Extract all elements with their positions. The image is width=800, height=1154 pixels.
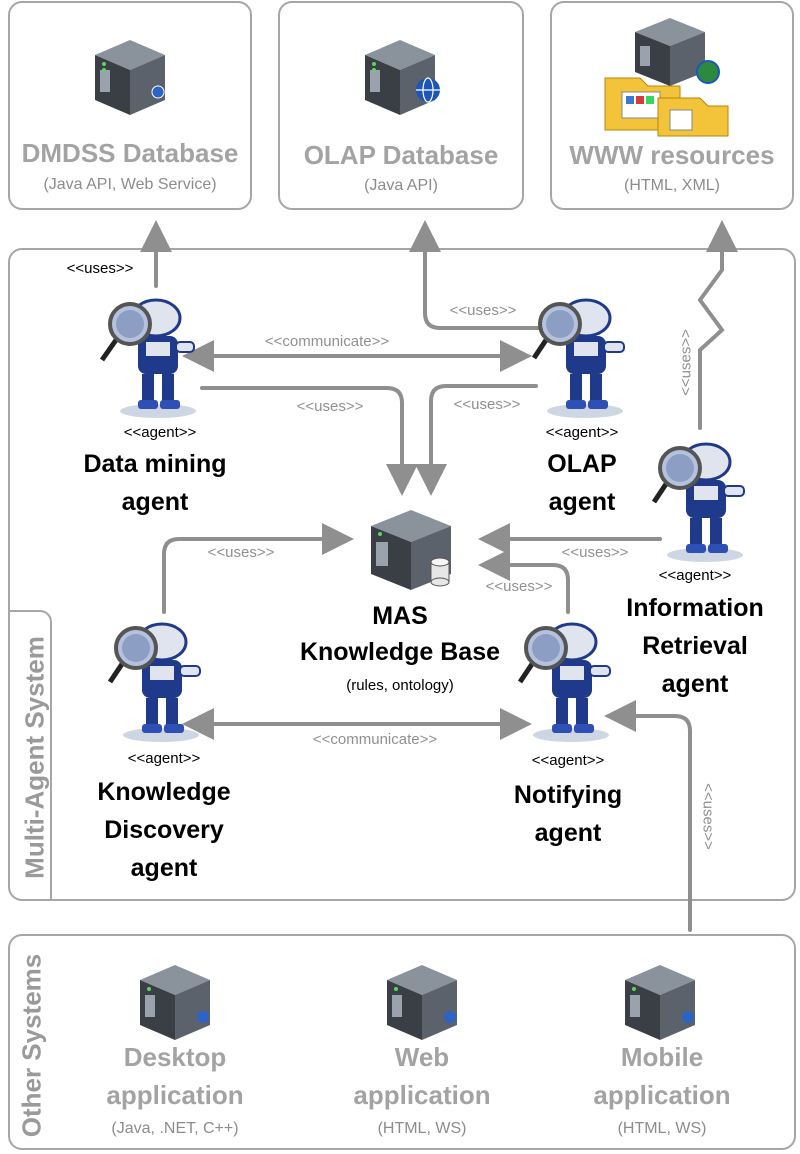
magnifier-icon [651,446,702,504]
mobile-app-subtitle: (HTML, WS) [617,1120,707,1137]
uses-label-ir-www: <<uses>> [677,329,695,396]
uses-label-notifying-kb: <<uses>> [485,578,553,595]
data-mining-agent-name-line2: agent [121,488,189,516]
arrow-notifying-to-kb [478,549,570,614]
kd-agent-name-line1: Knowledge [97,778,231,806]
communicate-label-kd-notifying: <<communicate>> [312,731,438,748]
kb-title-line1: MAS [372,602,428,630]
magnifier-icon [517,626,568,684]
server-icon [365,40,440,115]
uses-label-olap-olapdb: <<uses>> [449,302,517,319]
www-resources-title: WWW resources [569,140,775,170]
multi-agent-system-label: Multi-Agent System [19,636,50,879]
ir-agent-name-line1: Information [626,594,764,622]
arrow-ir-to-www [697,220,738,430]
server-icon [635,18,705,86]
globe-icon [444,1011,456,1023]
ir-agent-name-line2: Retrieval [642,632,748,660]
kd-agent-name-line3: agent [130,854,198,882]
arrow-mobile-to-notifying [604,700,692,932]
desktop-app-line1: Desktop [123,1042,227,1072]
magnifier-icon [107,626,158,684]
globe-icon [682,1011,694,1023]
ir-agent-name-line3: agent [661,670,729,698]
dmdss-database-subtitle: (Java API, Web Service) [43,176,217,193]
server-icon [387,965,457,1040]
kb-title-line2: Knowledge Base [299,638,501,666]
olap-database-title: OLAP Database [303,140,499,170]
uses-label-dm-kb: <<uses>> [296,398,364,415]
uses-label-olap-kb: <<uses>> [453,396,521,413]
arrow-kd-to-kb [162,523,354,614]
communicate-label-dm-olap: <<communicate>> [264,333,390,350]
mobile-app-line1: Mobile [620,1042,704,1072]
arrow-dm-to-kb [200,386,418,496]
olap-agent-stereotype: <<agent>> [545,424,619,441]
robot-agent-icon [531,298,625,418]
uses-label-dm-dmdss: <<uses>> [66,260,134,277]
olap-database-subtitle: (Java API) [364,177,438,194]
globe-icon [151,85,165,99]
notifying-agent-name-line1: Notifying [513,781,623,809]
olap-agent-name-line1: OLAP [547,450,617,478]
server-icon [140,965,210,1040]
mobile-app-line2: application [593,1080,731,1110]
magnifier-icon [99,302,152,362]
desktop-app-line2: application [106,1080,244,1110]
olap-agent-name-line2: agent [548,488,616,516]
magnifier-icon [531,302,582,360]
server-icon [625,965,695,1040]
web-app-line2: application [353,1080,491,1110]
ir-agent-stereotype: <<agent>> [658,567,732,584]
dmdss-database-title: DMDSS Database [21,138,239,168]
multi-agent-system-tab [8,610,52,901]
globe-icon [416,77,440,103]
folders-icon [604,60,729,137]
server-icon [95,40,165,115]
web-app-line1: Web [394,1042,450,1072]
kd-agent-name-line2: Discovery [104,816,224,844]
robot-agent-icon [107,622,201,742]
data-mining-agent-stereotype: <<agent>> [123,424,197,441]
server-icon [371,510,451,590]
other-systems-label: Other Systems [16,953,47,1138]
notifying-agent-name-line2: agent [534,819,602,847]
kb-subtitle: (rules, ontology) [346,677,454,694]
uses-label-kd-kb: <<uses>> [207,544,275,561]
data-mining-agent-name-line1: Data mining [83,450,227,478]
robot-agent-icon [99,298,196,418]
www-resources-subtitle: (HTML, XML) [624,177,720,194]
desktop-app-subtitle: (Java, .NET, C++) [111,1120,239,1137]
arrow-olap-to-kb [415,384,538,496]
robot-agent-icon [651,442,745,562]
arrow-olap-to-olapdb [409,220,542,330]
notifying-agent-stereotype: <<agent>> [531,752,605,769]
web-app-subtitle: (HTML, WS) [377,1120,467,1137]
robot-agent-icon [517,622,611,742]
uses-label-mobile-notifying: <<uses>> [699,783,717,850]
globe-icon [197,1011,209,1023]
kd-agent-stereotype: <<agent>> [127,750,201,767]
database-icon [430,557,450,587]
uses-label-ir-kb: <<uses>> [561,544,629,561]
